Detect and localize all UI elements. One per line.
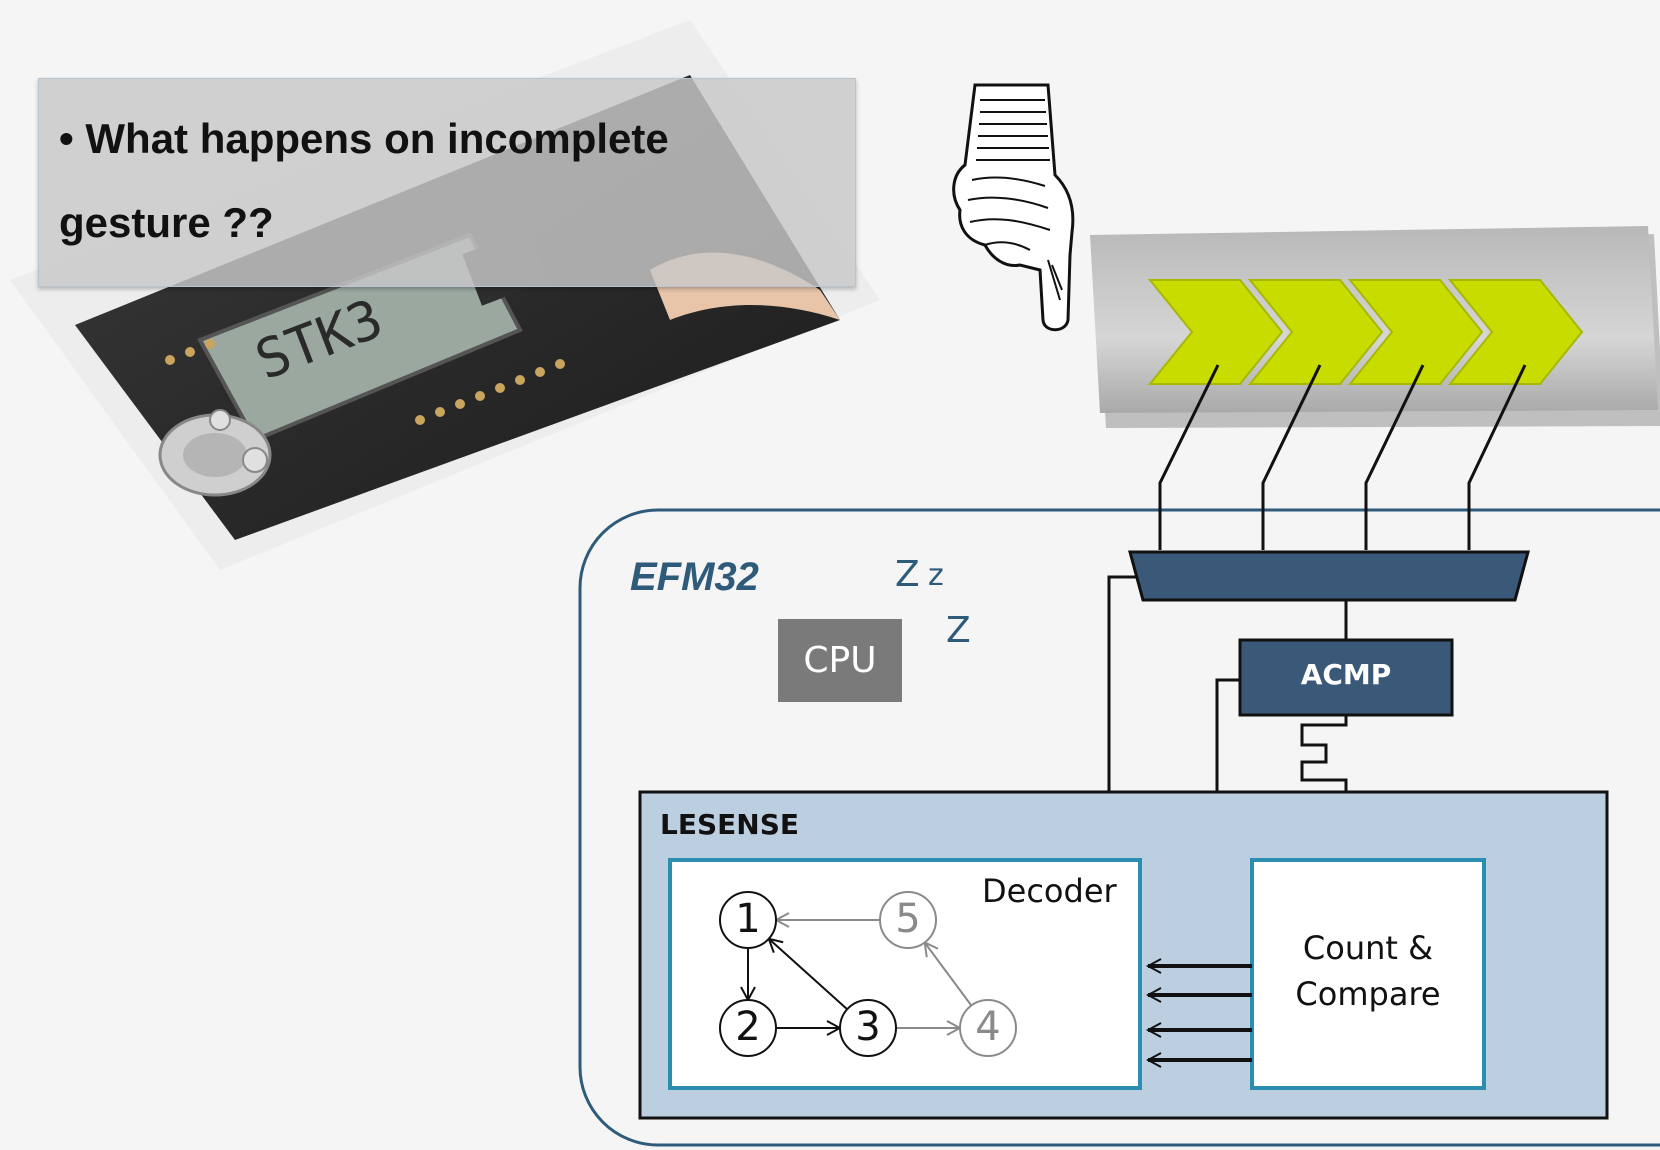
state-node-1 [719,891,777,949]
state-machine [719,891,1017,1057]
question-line-1: • What happens on incomplete [59,115,669,163]
question-text-2: gesture ?? [59,199,274,246]
chevron-arrow-icon [1147,279,1584,385]
state-node-3 [839,999,897,1057]
question-text-1: What happens on incomplete [85,115,669,162]
count-compare-block [1250,858,1486,1090]
count-compare-label: Count & Compare [1252,925,1484,1017]
acmp-label: ACMP [1300,658,1392,691]
pulse-signal [1300,715,1351,859]
cpu-block: CPU [778,619,902,702]
state-transition-3-1 [769,939,848,1011]
result-arrows [1148,966,1252,1060]
lesense-label: LESENSE [660,808,799,841]
bullet: • [59,115,74,162]
sleep-z-large: Z [895,554,920,595]
sleep-z-lower: Z [946,610,971,651]
state-label-3: 3 [855,1004,881,1050]
state-node-2 [719,999,777,1057]
chip-label: EFM32 [630,555,759,599]
pointing-hand-icon [952,83,1075,332]
mux-block [1128,550,1530,602]
electrode-wires [1158,364,1527,550]
control-lines [1107,575,1348,792]
count-compare-line-2: Compare [1295,975,1441,1013]
touch-slider [1090,226,1660,428]
state-label-5: 5 [895,896,921,942]
sleep-z-small: z [928,558,944,593]
state-node-4 [959,999,1017,1057]
acmp-block [1238,638,1454,717]
state-node-5 [879,891,937,949]
state-transition-4-5 [925,942,973,1007]
state-label-4: 4 [975,1004,1001,1050]
decoder-label: Decoder [982,872,1117,910]
state-label-2: 2 [735,1004,761,1050]
state-label-1: 1 [735,896,761,942]
question-box: • What happens on incomplete gesture ?? [38,78,856,287]
count-compare-line-1: Count & [1302,929,1434,967]
